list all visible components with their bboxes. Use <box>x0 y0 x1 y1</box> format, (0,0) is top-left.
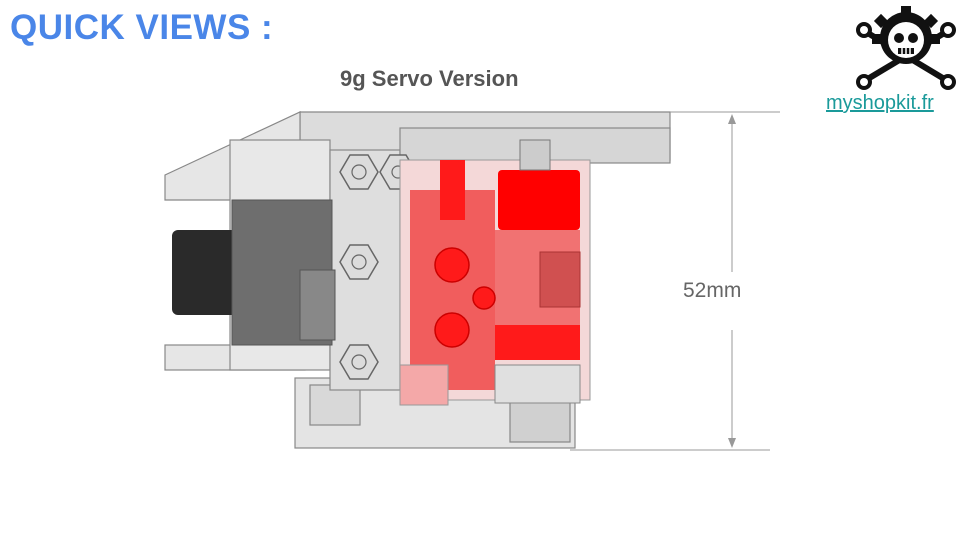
skull-gear-wrench-logo-icon <box>856 6 956 90</box>
servo-body <box>399 139 591 401</box>
extruder-cad-render <box>164 111 780 451</box>
dimension-label: 52mm <box>683 279 742 302</box>
slide-subtitle: 9g Servo Version <box>340 66 519 91</box>
brand-link[interactable]: myshopkit.fr <box>826 92 934 114</box>
slide-title: QUICK VIEWS : <box>10 8 274 47</box>
